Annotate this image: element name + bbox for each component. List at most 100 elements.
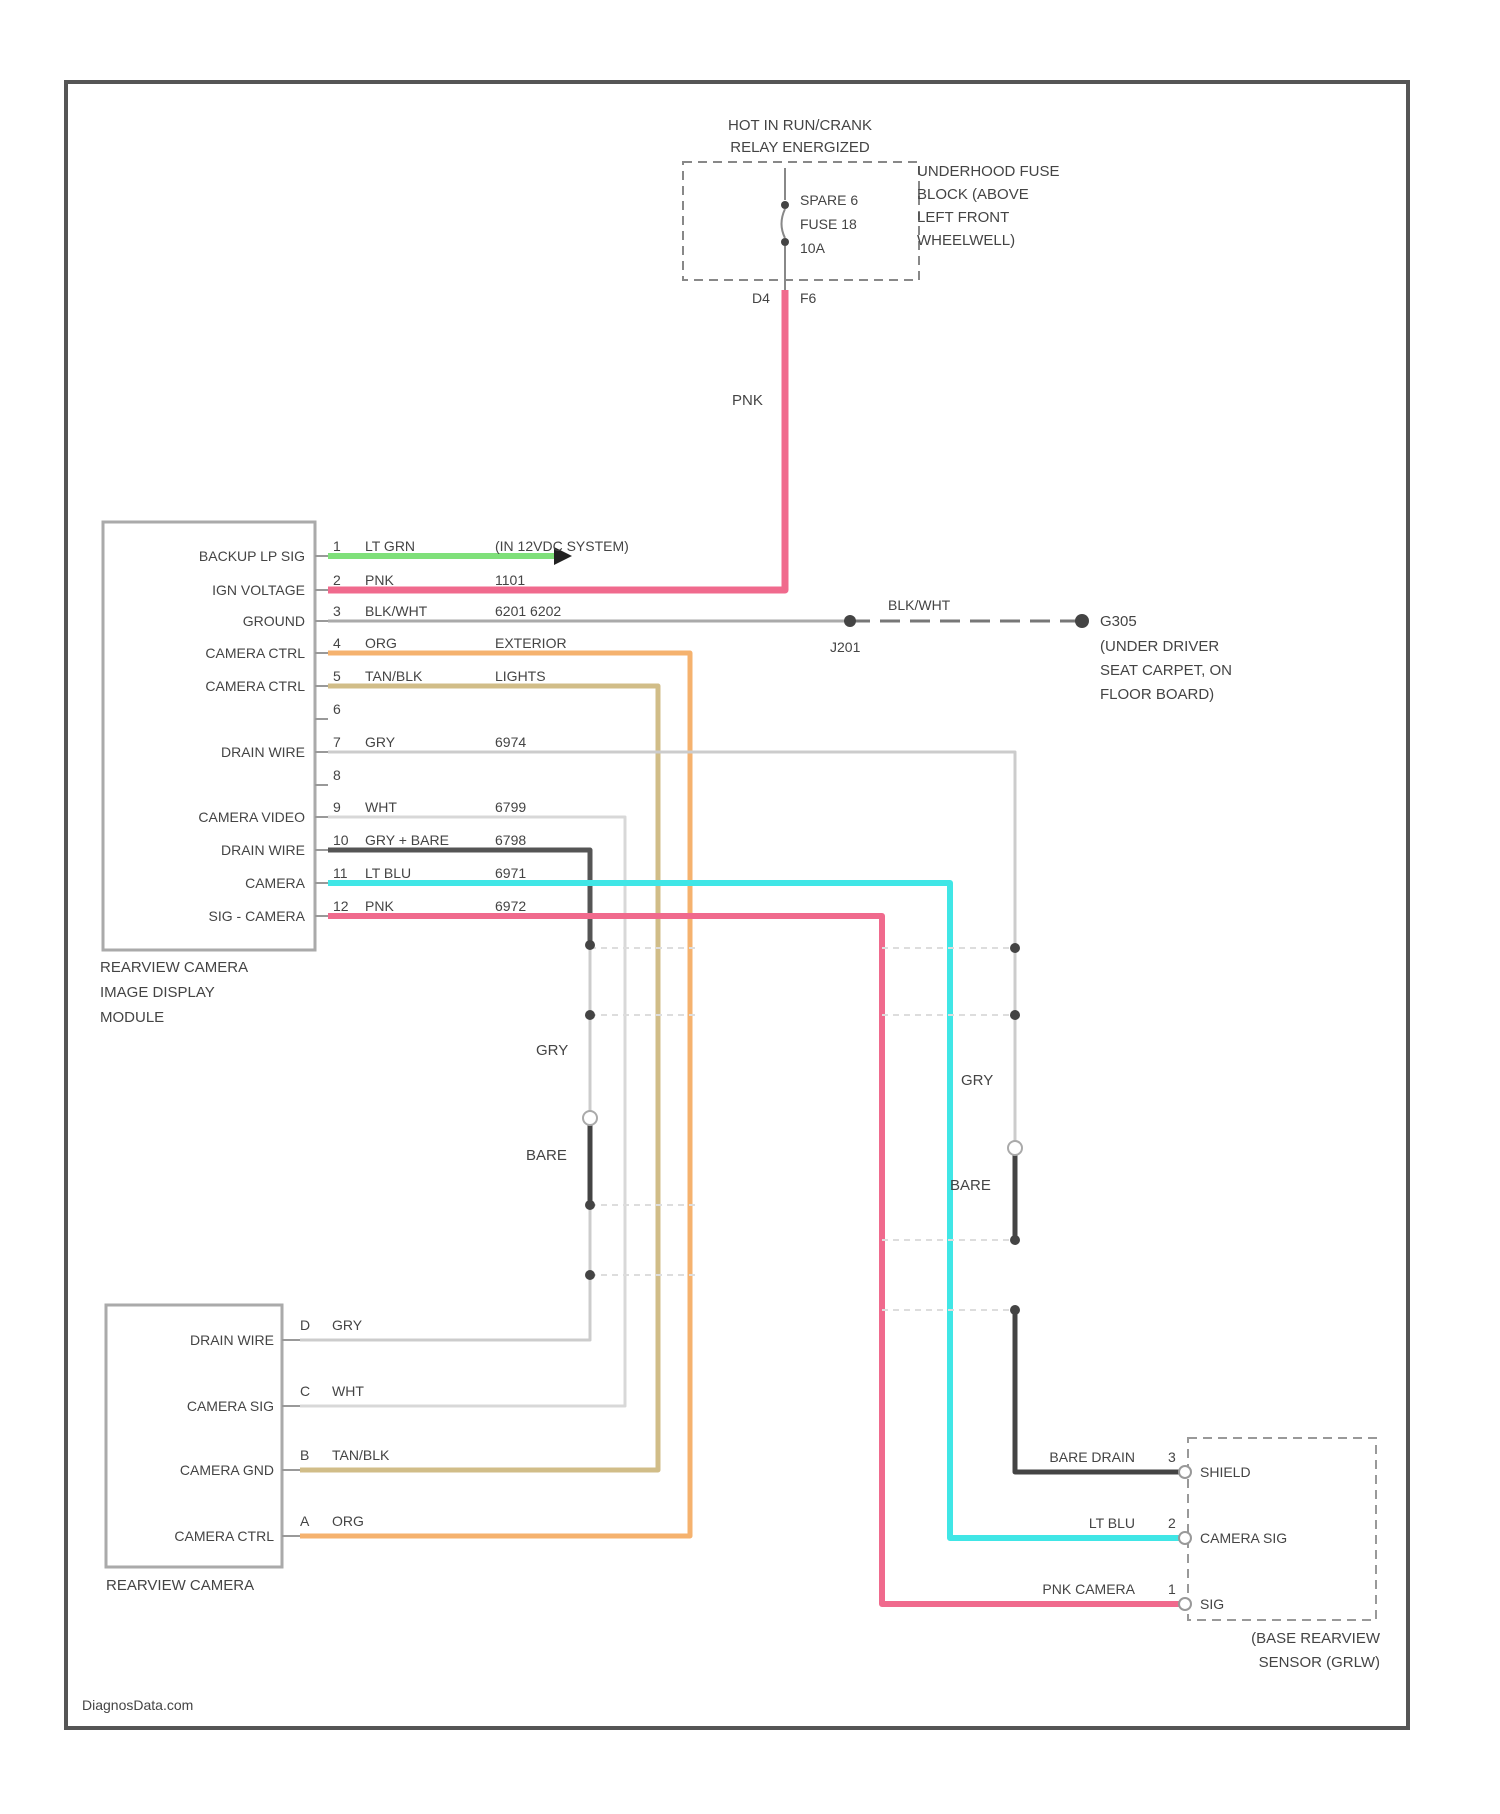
module-pin-wire-color: PNK [365,898,394,914]
module-pin-wire-color: BLK/WHT [365,603,428,619]
sensor-pin-number: 1 [1168,1581,1176,1597]
sensor-pin-label: CAMERA SIG [1200,1530,1287,1546]
module-name-line3: MODULE [100,1009,164,1026]
watermark: DiagnosData.com [82,1697,193,1713]
right-shield-bottom-label: BARE [950,1177,991,1194]
module-pin-circuit: (IN 12VDC SYSTEM) [495,538,629,554]
rear-camera-pin-label: DRAIN WIRE [190,1332,274,1348]
sensor-pin-wire-color: BARE DRAIN [1049,1449,1135,1465]
ground-g305-dot [1075,614,1089,628]
fuse-block: HOT IN RUN/CRANK RELAY ENERGIZED SPARE 6… [683,117,1060,306]
rear-camera-pin-wire-color: ORG [332,1513,364,1529]
ground-location-line2: SEAT CARPET, ON [1100,662,1232,679]
rear-camera-pin-id: A [300,1513,310,1529]
ground-location-line3: FLOOR BOARD) [1100,686,1214,703]
shield-rings [583,1111,1022,1155]
module-pin-wire-color: TAN/BLK [365,668,423,684]
module-pin-label: CAMERA [245,875,306,891]
fuse-block-label-line2: BLOCK (ABOVE [917,186,1029,203]
fuse-header-line2: RELAY ENERGIZED [730,139,870,156]
right-shield-dot-2 [1010,1010,1020,1020]
module-pin-wire-color: ORG [365,635,397,651]
splice-j201-dot [844,615,856,627]
module-pin-circuit: 6974 [495,734,526,750]
module-pin-number: 12 [333,898,349,914]
module-pin-label: DRAIN WIRE [221,744,305,760]
module-pin-number: 9 [333,799,341,815]
module-pin-label: DRAIN WIRE [221,842,305,858]
wire-bare-drain-sensor [1015,1310,1180,1472]
module-pin-wire-color: PNK [365,572,394,588]
wire-tan-blk-camera-ctrl [300,686,658,1470]
fuse-terminal-top [781,201,789,209]
right-shield-dot-4 [1010,1305,1020,1315]
rear-camera-pin-wire-color: WHT [332,1383,364,1399]
module-pin-number: 11 [333,865,348,881]
wires [300,290,1180,1604]
fuse-block-label-line4: WHEELWELL) [917,232,1015,249]
module-pin-wire-color: GRY [365,734,396,750]
left-shield-ring [583,1111,597,1125]
rear-camera-pin-id: B [300,1447,309,1463]
module-pin-number: 3 [333,603,341,619]
module-pin-circuit: EXTERIOR [495,635,567,651]
rear-camera-pin-wire-color: GRY [332,1317,363,1333]
rear-camera-pin-wire-color: TAN/BLK [332,1447,390,1463]
sensor-pin-terminal [1179,1598,1191,1610]
module-pin-label: CAMERA CTRL [205,645,305,661]
wire-pnk-sig-camera [328,916,1180,1604]
module-pin-number: 2 [333,572,341,588]
module-pin-circuit: 6201 6202 [495,603,561,619]
module-pin-number: 10 [333,832,349,848]
module-pin-circuit: 1101 [495,572,525,588]
sensor-pin-number: 3 [1168,1449,1176,1465]
rear-camera-name: REARVIEW CAMERA [106,1577,254,1594]
left-shield-top-label: GRY [536,1042,568,1059]
rear-camera-pin-id: C [300,1383,310,1399]
module-pin-circuit: LIGHTS [495,668,546,684]
left-shield-dot-2 [585,1010,595,1020]
left-shield-dot-4 [585,1270,595,1280]
left-shield-dot-1 [585,940,595,950]
sensor-pin-wire-color: LT BLU [1089,1515,1135,1531]
sensor-pin-terminal [1179,1466,1191,1478]
module-pin-number: 4 [333,635,341,651]
module-pin-label: GROUND [243,613,305,629]
fuse-pin-right: F6 [800,290,817,306]
right-shield-ring [1008,1141,1022,1155]
module-pin-circuit: 6971 [495,865,526,881]
ground-labels: J201 BLK/WHT G305 (UNDER DRIVER SEAT CAR… [830,597,1232,703]
module-pin-number: 1 [333,538,341,554]
module-pin-circuit: 6799 [495,799,526,815]
module-pin-wire-color: LT BLU [365,865,411,881]
module-pin-label: SIG - CAMERA [209,908,306,924]
ground-point-label: G305 [1100,613,1137,630]
fuse-pin-left: D4 [752,290,770,306]
module-pin-number: 8 [333,767,341,783]
rear-camera-pin-label: CAMERA SIG [187,1398,274,1414]
module-pin-circuit: 6972 [495,898,526,914]
pnk-feed-label: PNK [732,392,763,409]
right-shield-top-label: GRY [961,1072,993,1089]
rear-camera-pin-label: CAMERA CTRL [174,1528,274,1544]
rear-camera-pin-id: D [300,1317,310,1333]
sensor-name-line1: (BASE REARVIEW [1251,1630,1381,1647]
fuse-name-line3: 10A [800,240,826,256]
wire-org-camera-ctrl [300,653,690,1536]
sensor-pin-number: 2 [1168,1515,1176,1531]
module-name-line1: REARVIEW CAMERA [100,959,248,976]
module-pin-number: 6 [333,701,341,717]
sensor-pin-terminal [1179,1532,1191,1544]
module-name-line2: IMAGE DISPLAY [100,984,215,1001]
wire-gry-drain-right [328,752,1015,1150]
sensor-name-line2: SENSOR (GRLW) [1259,1654,1380,1671]
rear-camera-pin-label: CAMERA GND [180,1462,274,1478]
ground-wire-label: BLK/WHT [888,597,951,613]
fuse-block-label-line1: UNDERHOOD FUSE [917,163,1060,180]
module-pin-label: CAMERA CTRL [205,678,305,694]
right-shield-dot-1 [1010,943,1020,953]
fuse-terminal-bottom [781,238,789,246]
ground-location-line1: (UNDER DRIVER [1100,638,1219,655]
module-pin-label: IGN VOLTAGE [212,582,305,598]
module-pin-number: 5 [333,668,341,684]
